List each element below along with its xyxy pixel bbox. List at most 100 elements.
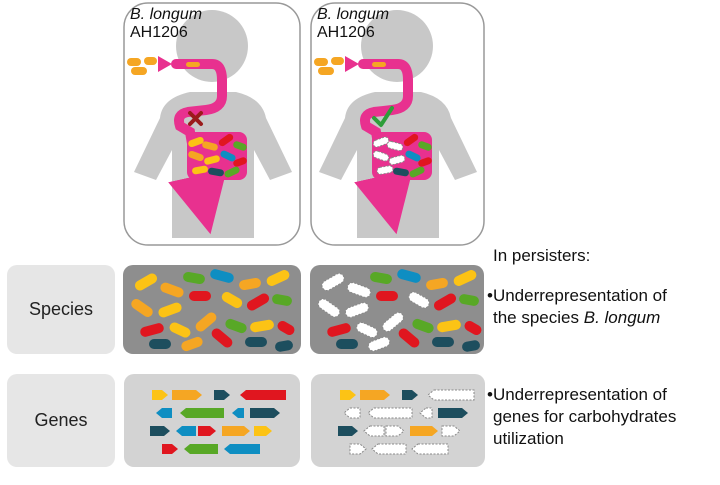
gene-arrows-right — [338, 389, 475, 455]
species-bacteria-right — [317, 269, 482, 352]
bacterium — [388, 154, 406, 166]
strain-title-left: B. longum AH1206 — [130, 6, 202, 42]
gene-arrow — [240, 390, 286, 400]
gene-arrow — [343, 407, 361, 419]
bacterium — [134, 273, 158, 291]
bacterium — [218, 133, 234, 147]
gene-arrow — [367, 407, 413, 419]
bacterium — [346, 282, 372, 298]
bacterium — [405, 150, 421, 162]
bacterium — [208, 167, 224, 177]
bacterium — [321, 273, 345, 291]
bacterium — [356, 321, 378, 339]
bacterium — [149, 339, 171, 349]
bacterium — [403, 133, 419, 147]
gene-arrow — [180, 408, 224, 418]
body-panel-left — [123, 2, 301, 246]
bacterium — [376, 291, 398, 301]
gene-arrow — [371, 443, 407, 455]
gene-arrow — [172, 390, 202, 400]
bacterium — [246, 293, 270, 311]
bacterium — [386, 140, 404, 152]
gene-arrow — [411, 443, 449, 455]
gene-arrow — [162, 444, 178, 454]
bacterium — [188, 150, 204, 162]
gene-arrow — [250, 408, 280, 418]
gut-capsule — [186, 62, 200, 67]
x-mark-icon — [188, 111, 203, 126]
bacterium — [158, 302, 182, 318]
strain-name: B. longum — [317, 6, 390, 23]
strain-title-right: B. longum AH1206 — [317, 6, 389, 42]
bacterium — [459, 294, 479, 306]
gene-arrow — [360, 390, 390, 400]
bacterium — [233, 157, 247, 167]
bacteria-dose-icon — [314, 57, 344, 75]
gene-arrow — [349, 443, 367, 455]
bacterium — [418, 157, 432, 167]
gene-arrow — [385, 425, 405, 437]
bacterium — [275, 340, 293, 352]
genes-note: •Underrepresentation of genes for carboh… — [487, 384, 676, 450]
bacterium — [221, 292, 243, 308]
bacterium — [225, 318, 247, 334]
gene-arrow — [214, 390, 230, 400]
bacterium — [189, 291, 211, 301]
bacterium — [336, 339, 358, 349]
bacterium — [462, 340, 480, 352]
bacterium — [367, 336, 391, 352]
bacterium — [192, 165, 208, 175]
bacterium — [131, 298, 153, 318]
bacterium — [433, 293, 457, 311]
bacterium — [317, 298, 341, 318]
bacteria-dose-icon — [127, 57, 157, 75]
gene-arrow — [198, 426, 216, 436]
bacterium — [453, 270, 477, 286]
gene-arrow — [150, 426, 170, 436]
gut-capsule — [372, 62, 386, 67]
bacterium — [210, 269, 234, 283]
bacterium — [250, 319, 274, 333]
notes-header: In persisters: — [493, 246, 591, 265]
gene-arrow — [363, 425, 385, 437]
species-name-italic: B. longum — [583, 308, 661, 327]
bacterium — [418, 141, 432, 151]
gene-arrow — [156, 408, 172, 418]
species-note: •Underrepresentation of the species B. l… — [487, 285, 667, 329]
genes-note-line3: utilization — [493, 429, 564, 448]
gene-arrow — [184, 444, 218, 454]
bacterium — [195, 312, 217, 332]
bacterium — [245, 337, 267, 347]
bacterium — [211, 328, 233, 348]
bacterium — [204, 155, 220, 165]
bacterium — [344, 302, 370, 318]
strain-id: AH1206 — [130, 24, 188, 41]
gene-arrow — [152, 390, 168, 400]
bacterium — [409, 166, 425, 178]
bacterium — [266, 270, 290, 286]
strain-name: B. longum — [130, 6, 203, 23]
bacterium — [408, 291, 430, 309]
bacterium — [437, 319, 461, 333]
check-mark-icon — [372, 106, 394, 127]
gene-arrows-left — [150, 390, 286, 454]
gut-tract — [168, 59, 227, 235]
row-label-genes: Genes — [7, 374, 115, 467]
species-bacteria-left — [131, 269, 295, 352]
gene-arrow — [340, 390, 356, 400]
bacterium — [432, 337, 454, 347]
bacterium — [397, 269, 421, 283]
bacterium — [372, 136, 390, 148]
row-label-species: Species — [7, 265, 115, 354]
gut-bacteria-left — [188, 133, 247, 178]
bacterium — [426, 277, 448, 291]
gene-arrow — [419, 407, 433, 419]
bacterium — [372, 150, 390, 162]
gene-arrow — [402, 390, 418, 400]
bacterium — [181, 336, 203, 352]
bacterium — [464, 321, 482, 335]
gene-arrow — [427, 389, 475, 401]
bacterium — [183, 271, 205, 285]
